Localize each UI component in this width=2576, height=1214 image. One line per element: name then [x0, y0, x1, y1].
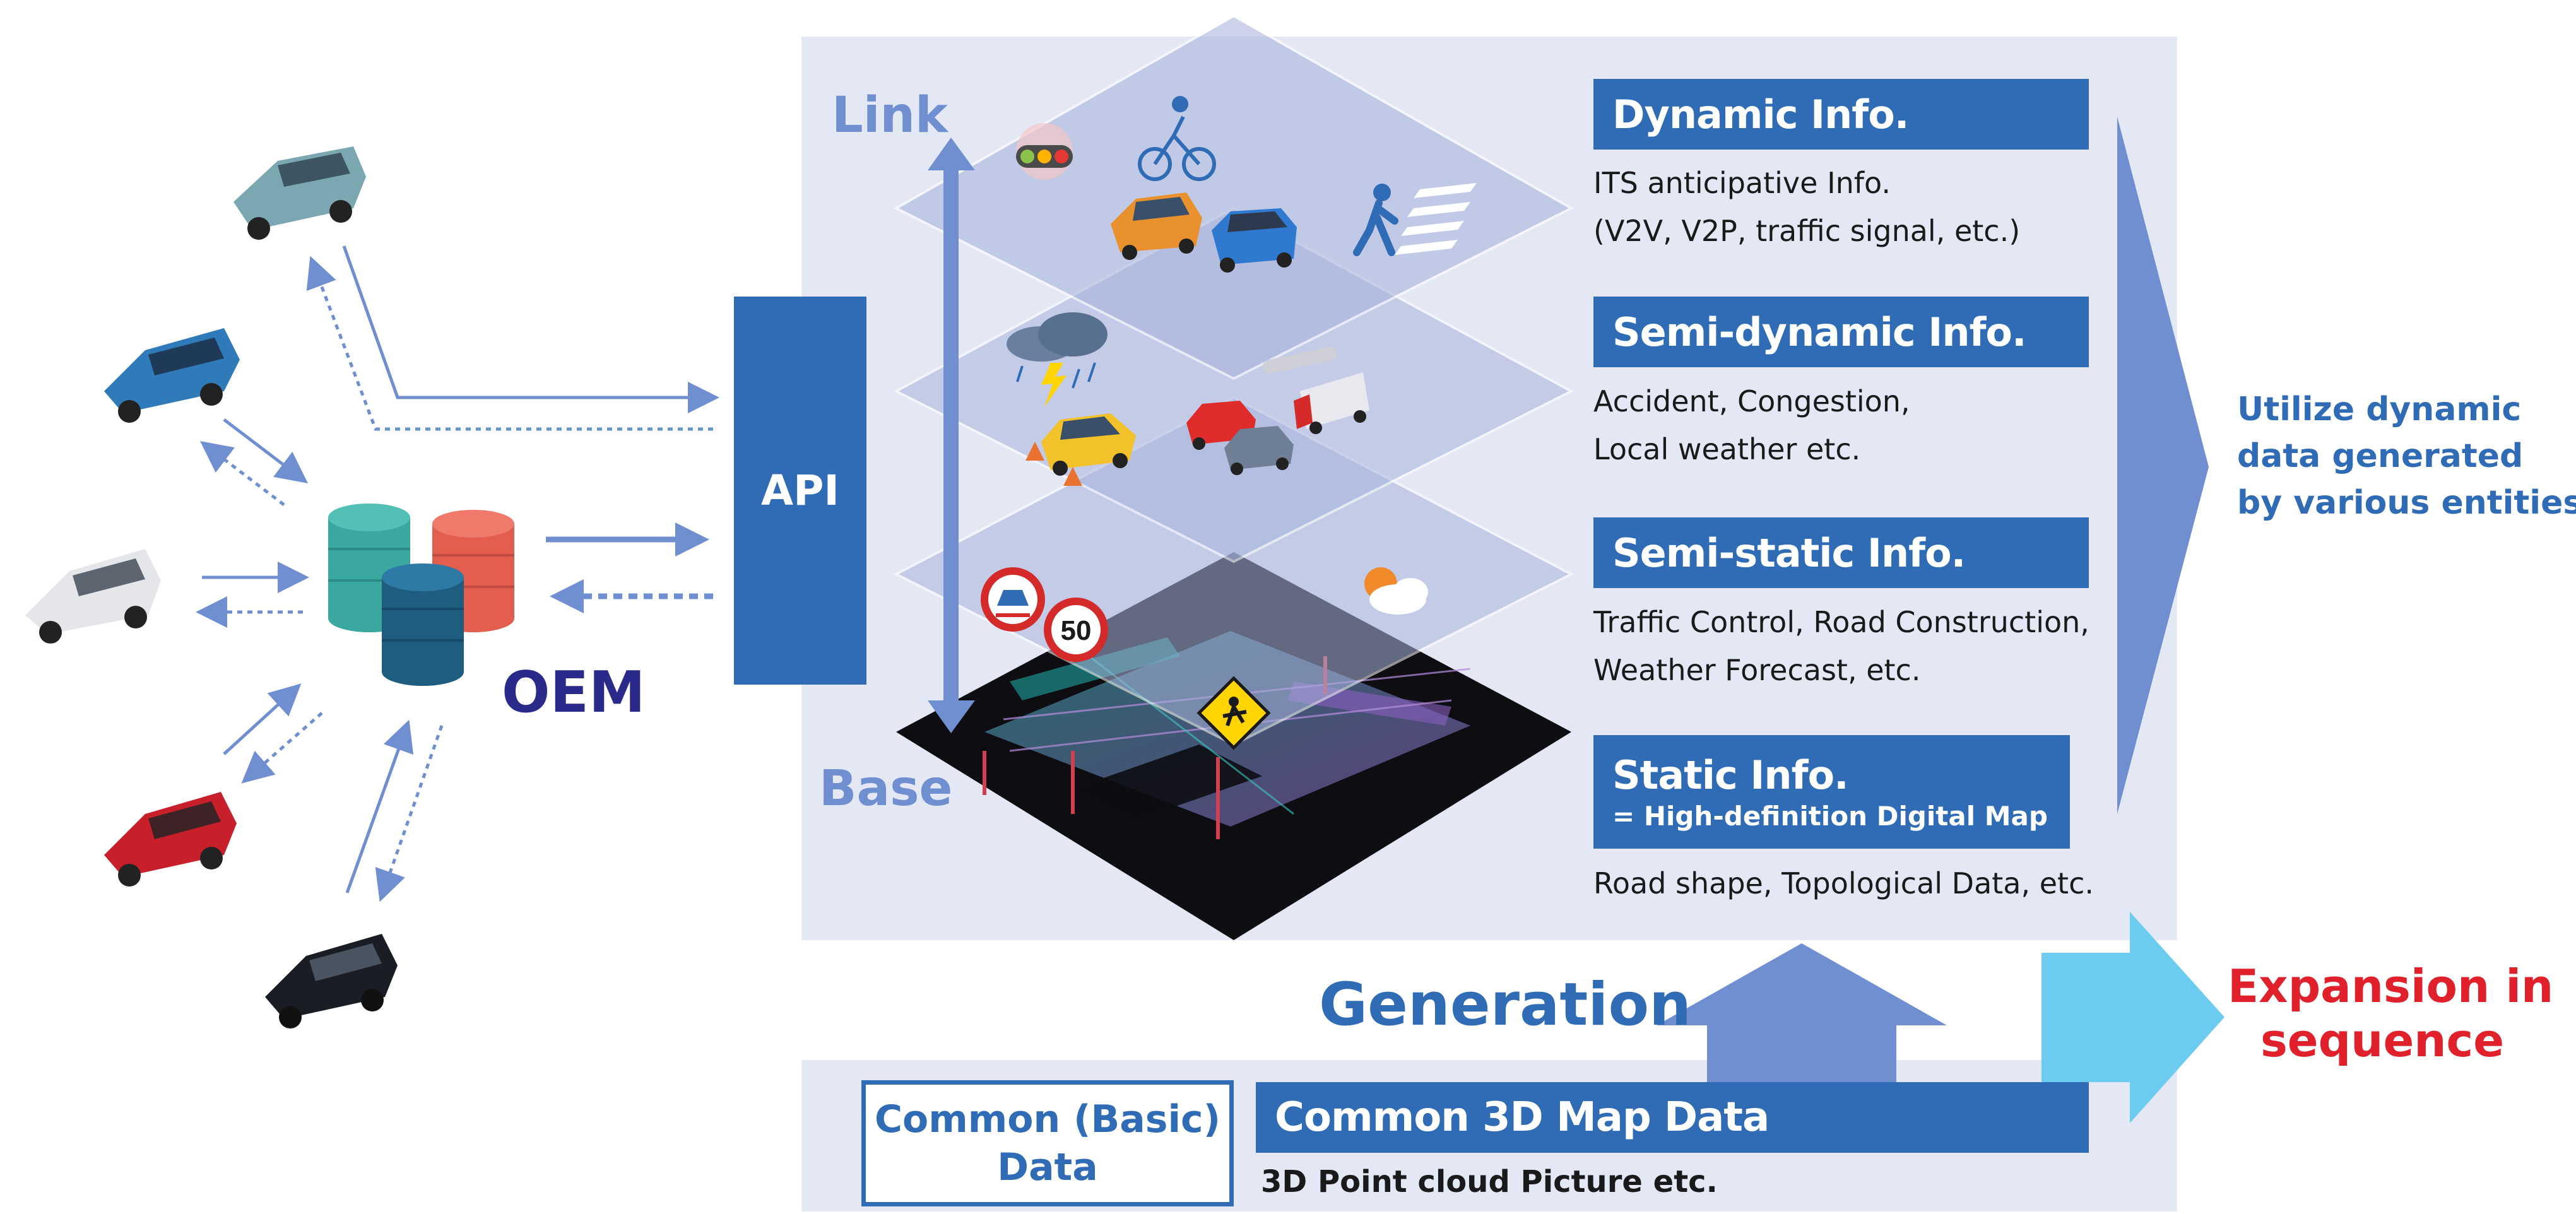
- api-box: API: [734, 297, 866, 685]
- base-label: Base: [819, 760, 953, 817]
- car-icon: [104, 328, 240, 423]
- cyclist-icon: [1138, 96, 1216, 181]
- car-icon: [1224, 426, 1294, 475]
- dynamic-info-title: Dynamic Info.: [1593, 79, 2089, 150]
- link-base-arrow: [928, 138, 975, 733]
- desc-line: Road shape, Topological Data, etc.: [1593, 866, 2094, 900]
- car-icon: [1111, 192, 1202, 260]
- generation-label: Generation: [1319, 970, 1692, 1039]
- pedestrian-icon: [1353, 183, 1477, 256]
- speed-limit-value: 50: [1061, 615, 1092, 646]
- utilize-arrow: [2117, 117, 2209, 814]
- expansion-line: sequence: [2260, 1014, 2505, 1067]
- dynamic-layer: [893, 14, 1575, 380]
- utilize-line: data generated: [2237, 437, 2524, 475]
- construction-sign-icon: [1196, 676, 1271, 750]
- semi-static-info-desc: Traffic Control, Road Construction, Weat…: [1593, 598, 2089, 694]
- static-info-desc: Road shape, Topological Data, etc.: [1593, 859, 2094, 907]
- truck-icon: [1263, 346, 1369, 434]
- desc-line: (V2V, V2P, traffic signal, etc.): [1593, 214, 2021, 248]
- car-icon: [1025, 413, 1136, 486]
- generation-arrow: [1657, 943, 1947, 1095]
- desc-line: ITS anticipative Info.: [1593, 166, 1891, 200]
- dynamic-info-desc: ITS anticipative Info. (V2V, V2P, traffi…: [1593, 159, 2020, 255]
- static-info-subtitle: = High-definition Digital Map: [1612, 801, 2048, 832]
- expansion-arrow: [2041, 912, 2224, 1123]
- common-basic-line: Data: [997, 1145, 1098, 1189]
- oem-api-arrows: [546, 522, 713, 613]
- common-3d-map-title: Common 3D Map Data: [1256, 1082, 2089, 1153]
- utilize-label: Utilize dynamic data generated by variou…: [2237, 386, 2576, 526]
- expansion-label: Expansion in sequence: [2228, 959, 2554, 1068]
- static-info-title-box: Static Info. = High-definition Digital M…: [1593, 735, 2070, 849]
- api-label: API: [760, 466, 839, 515]
- car-icon: [25, 549, 161, 644]
- common-basic-line: Common (Basic): [874, 1097, 1221, 1141]
- desc-line: Local weather etc.: [1593, 432, 1861, 466]
- semi-dynamic-info-title: Semi-dynamic Info.: [1593, 297, 2089, 367]
- common-basic-data-box: Common (Basic) Data: [861, 1080, 1234, 1206]
- desc-line: Weather Forecast, etc.: [1593, 653, 1921, 687]
- desc-line: Accident, Congestion,: [1593, 384, 1910, 418]
- speed-limit-sign-icon: 50: [1044, 598, 1108, 662]
- no-vehicles-sign-icon: [981, 567, 1045, 632]
- common-3d-map-desc: 3D Point cloud Picture etc.: [1261, 1164, 1718, 1199]
- car-oem-arrows: [196, 418, 444, 902]
- link-label: Link: [832, 87, 948, 144]
- traffic-light-icon: [1016, 123, 1073, 180]
- desc-line: Traffic Control, Road Construction,: [1593, 605, 2089, 639]
- semi-dynamic-info-desc: Accident, Congestion, Local weather etc.: [1593, 377, 1910, 473]
- semi-static-info-title: Semi-static Info.: [1593, 517, 2089, 588]
- static-info-title: Static Info.: [1612, 752, 1849, 798]
- database-icon: [382, 563, 464, 686]
- car-icon: [265, 934, 398, 1028]
- storm-cloud-icon: [1007, 312, 1108, 407]
- sun-cloud-icon: [1364, 567, 1428, 615]
- car-icon: [104, 792, 237, 887]
- car-icon: [233, 146, 366, 240]
- utilize-line: by various entities: [2237, 484, 2576, 522]
- expansion-line: Expansion in: [2228, 960, 2554, 1013]
- car-icon: [1212, 208, 1297, 273]
- utilize-line: Utilize dynamic: [2237, 391, 2522, 428]
- car-api-arrows: [306, 245, 719, 431]
- oem-label: OEM: [502, 659, 646, 726]
